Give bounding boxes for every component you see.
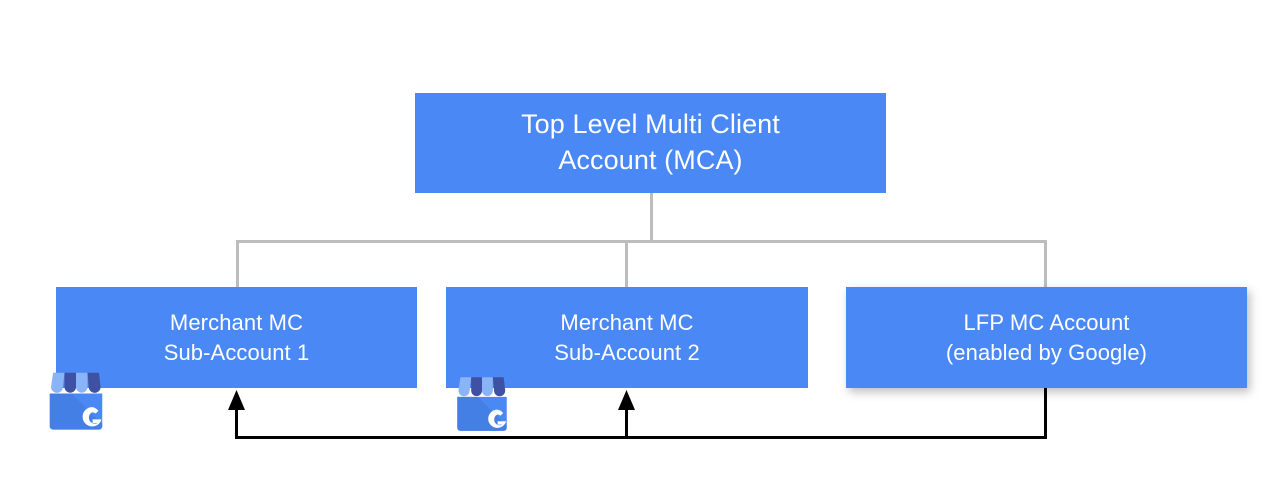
- connector-drop-left: [236, 240, 239, 289]
- connector-drop-right: [1044, 240, 1047, 289]
- connector-top-stem: [650, 193, 653, 243]
- connector-drop-middle: [625, 240, 628, 289]
- connector-horizontal-bar: [236, 240, 1047, 243]
- node-merchant-sub-account-1-label: Merchant MC Sub-Account 1: [163, 310, 310, 365]
- node-lfp-mc-account[interactable]: LFP MC Account (enabled by Google): [846, 287, 1247, 388]
- google-business-profile-icon: [457, 377, 507, 431]
- arrowhead-sub1: [228, 390, 245, 410]
- node-top-level-mca-label: Top Level Multi Client Account (MCA): [521, 109, 780, 175]
- node-top-level-mca[interactable]: Top Level Multi Client Account (MCA): [415, 93, 886, 193]
- google-business-profile-icon: [49, 372, 103, 430]
- feedback-line-to-sub1: [235, 388, 1047, 439]
- node-merchant-sub-account-2[interactable]: Merchant MC Sub-Account 2: [446, 287, 808, 388]
- node-merchant-sub-account-1[interactable]: Merchant MC Sub-Account 1: [56, 287, 417, 388]
- node-lfp-mc-account-label: LFP MC Account (enabled by Google): [945, 310, 1148, 365]
- arrowhead-sub2: [618, 390, 635, 410]
- node-merchant-sub-account-2-label: Merchant MC Sub-Account 2: [554, 310, 700, 365]
